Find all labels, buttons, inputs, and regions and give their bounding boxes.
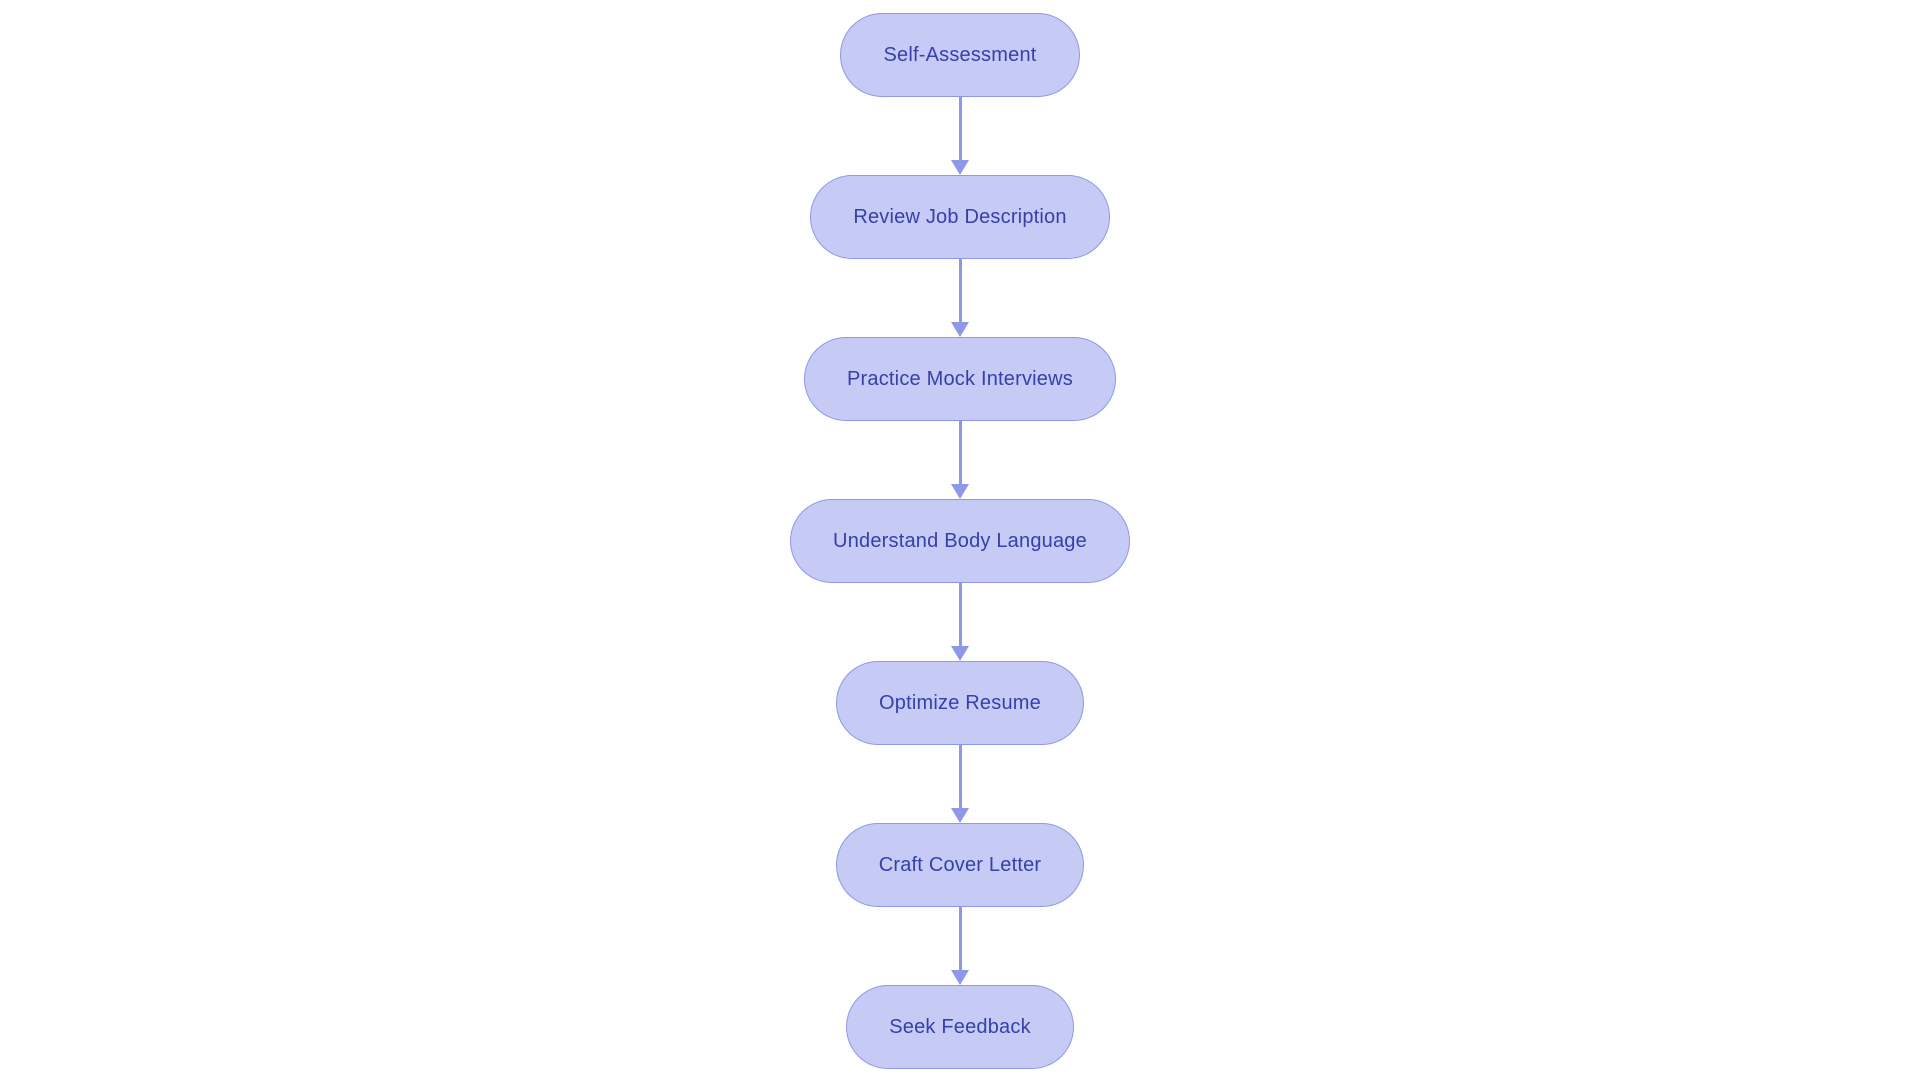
arrow-line: [958, 583, 962, 646]
arrow-line: [958, 745, 962, 808]
flow-arrow-4: [951, 583, 969, 661]
flow-arrow-5: [951, 745, 969, 823]
arrow-line: [958, 421, 962, 484]
arrow-line: [958, 907, 962, 970]
arrow-head-icon: [951, 484, 969, 499]
flow-node-understand-body-language: Understand Body Language: [790, 499, 1130, 583]
flow-arrow-6: [951, 907, 969, 985]
arrow-line: [958, 97, 962, 160]
flow-arrow-2: [951, 259, 969, 337]
flow-arrow-1: [951, 97, 969, 175]
flow-node-seek-feedback: Seek Feedback: [846, 985, 1074, 1069]
flow-node-review-job-description: Review Job Description: [810, 175, 1110, 259]
flow-node-optimize-resume: Optimize Resume: [836, 661, 1084, 745]
arrow-head-icon: [951, 808, 969, 823]
flow-node-self-assessment: Self-Assessment: [840, 13, 1080, 97]
arrow-head-icon: [951, 322, 969, 337]
flow-arrow-3: [951, 421, 969, 499]
arrow-head-icon: [951, 160, 969, 175]
flow-node-practice-mock-interviews: Practice Mock Interviews: [804, 337, 1116, 421]
arrow-head-icon: [951, 970, 969, 985]
flowchart: Self-Assessment Review Job Description P…: [0, 13, 1920, 1069]
arrow-line: [958, 259, 962, 322]
flow-node-craft-cover-letter: Craft Cover Letter: [835, 823, 1085, 907]
arrow-head-icon: [951, 646, 969, 661]
